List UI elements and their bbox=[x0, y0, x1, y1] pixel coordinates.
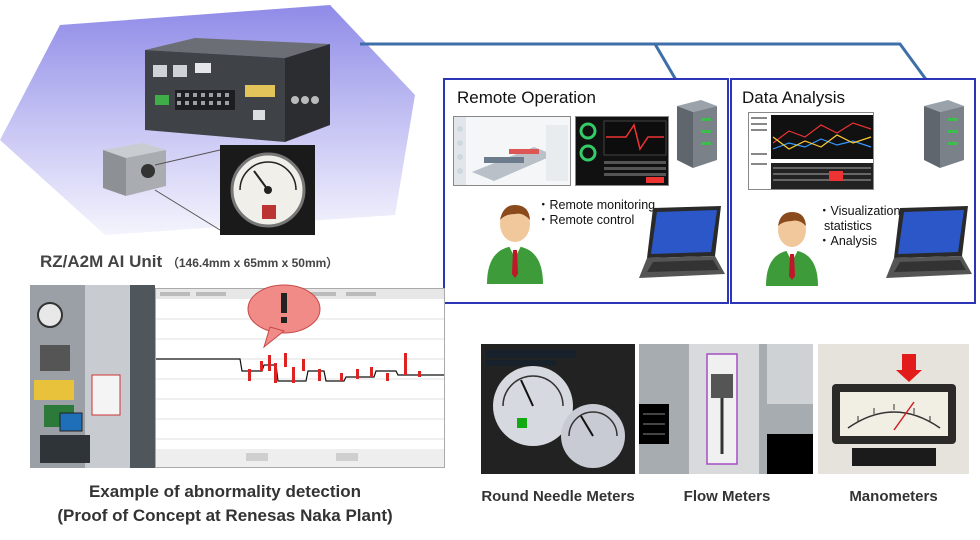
gauge-photo bbox=[220, 145, 315, 235]
data-analysis-title: Data Analysis bbox=[742, 88, 845, 107]
analysis-server-icon bbox=[924, 100, 964, 168]
remote-laptop-icon bbox=[639, 206, 725, 278]
ai-unit-device bbox=[135, 30, 335, 145]
remote-3d-view-screen bbox=[453, 116, 571, 186]
analysis-laptop-icon bbox=[886, 206, 972, 278]
unit-caption: RZ/A2M AI Unit （146.4mm x 65mm x 50mm） bbox=[40, 252, 440, 272]
round-needle-meters-caption: Round Needle Meters bbox=[481, 488, 635, 505]
unit-name: RZ/A2M AI Unit bbox=[40, 252, 163, 271]
camera-pointer-lines bbox=[154, 149, 221, 231]
flow-meters-photo bbox=[639, 344, 813, 474]
remote-bullet-control: ・Remote control bbox=[537, 213, 635, 227]
analysis-bullet-analysis: ・Analysis bbox=[818, 234, 878, 248]
remote-bullet-monitoring: ・Remote monitoring bbox=[537, 198, 656, 212]
plant-equipment-photo bbox=[30, 285, 155, 468]
camera-module bbox=[98, 138, 168, 198]
analysis-bullet-statistics: statistics bbox=[824, 219, 872, 233]
manometers-caption: Manometers bbox=[849, 488, 938, 505]
detection-caption-line1: Example of abnormality detection bbox=[88, 482, 362, 501]
analysis-chart-screen bbox=[748, 112, 874, 190]
remote-operation-panel: Remote Operation ・Remote monitoring ・Rem… bbox=[443, 78, 729, 304]
data-analysis-panel: Data Analysis ・Visualization statistics … bbox=[730, 78, 976, 304]
round-needle-meters-photo bbox=[481, 344, 635, 474]
detection-caption-line2: (Proof of Concept at Renesas Naka Plant) bbox=[57, 506, 393, 525]
detection-caption: Example of abnormality detection (Proof … bbox=[0, 480, 450, 528]
manometer-photo bbox=[818, 344, 969, 474]
flow-meters-caption: Flow Meters bbox=[683, 488, 771, 505]
remote-server-icon bbox=[677, 100, 717, 168]
analyst-person-icon bbox=[766, 212, 818, 286]
remote-monitor-screen bbox=[575, 116, 669, 186]
alert-bubble-icon bbox=[247, 284, 321, 349]
remote-operation-title: Remote Operation bbox=[457, 88, 596, 107]
operator-person-icon bbox=[487, 205, 543, 284]
analysis-bullet-visualization: ・Visualization bbox=[818, 204, 901, 218]
unit-dimensions: （146.4mm x 65mm x 50mm） bbox=[166, 256, 339, 270]
